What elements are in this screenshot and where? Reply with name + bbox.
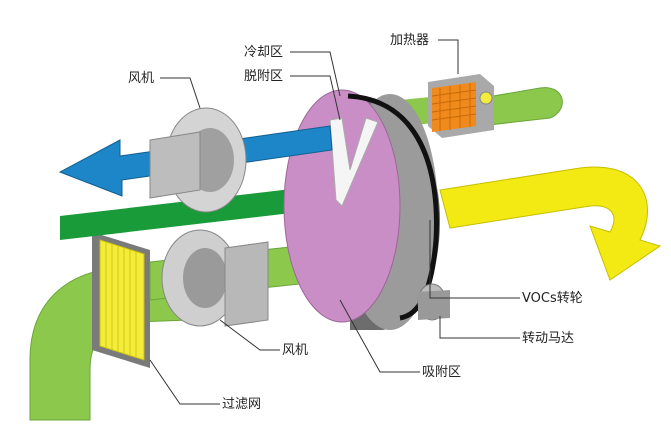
leader-heater (438, 39, 459, 74)
desorption-zone-wedge (329, 117, 379, 207)
label-adsorption-zone: 吸附区 (422, 365, 461, 380)
drive-motor (417, 283, 450, 321)
leader-adsorb (339, 299, 420, 373)
leader-fan-top (160, 77, 201, 109)
label-fan-top: 风机 (128, 71, 154, 86)
leader-voc (429, 220, 520, 299)
label-desorption-zone: 脱附区 (244, 69, 283, 84)
label-filter: 过滤网 (222, 397, 261, 412)
leader-desorb (290, 75, 341, 121)
leader-fan-bottom (219, 319, 280, 351)
filter-unit (92, 232, 150, 368)
fan-top (149, 107, 247, 213)
exhaust-air-arrow (439, 166, 662, 281)
heater-unit (428, 74, 494, 138)
label-fan-bottom: 风机 (282, 343, 308, 358)
label-heater: 加热器 (390, 33, 429, 48)
leader-cooling (290, 51, 341, 97)
label-cooling-zone: 冷却区 (244, 45, 283, 60)
label-motor: 转动马达 (522, 331, 574, 346)
leader-filter (149, 359, 220, 405)
label-voc-wheel: VOCs转轮 (522, 291, 583, 306)
leader-motor (439, 316, 520, 339)
clean-air-band (60, 188, 300, 240)
fan-bottom (161, 229, 269, 327)
